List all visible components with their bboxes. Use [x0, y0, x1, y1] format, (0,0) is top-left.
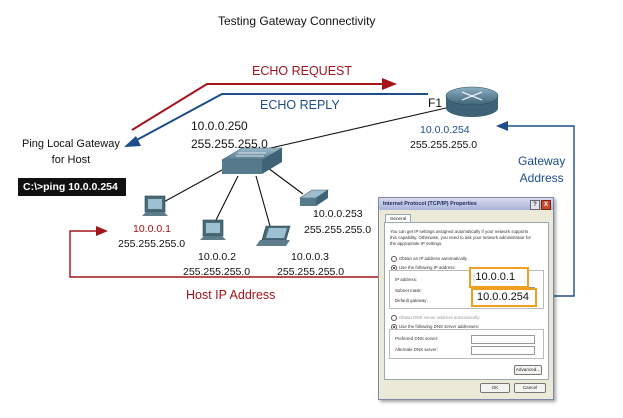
router-icon: [445, 86, 499, 117]
link-switch-host4: [267, 167, 304, 195]
host3-laptop-icon: [256, 225, 291, 246]
default-gateway-field-highlighted[interactable]: 10.0.0.254: [471, 288, 537, 307]
host3-ip: 10.0.0.3: [291, 251, 329, 263]
preferred-dns-label: Preferred DNS server:: [395, 336, 439, 341]
dialog-title: Internet Protocol (TCP/IP) Properties: [383, 201, 477, 207]
use-dns-label: Use the following DNS server addresses:: [399, 324, 480, 329]
ping-label-line2: for Host: [51, 154, 91, 166]
intro-text-line2: this capability. Otherwise, you need to …: [390, 235, 531, 240]
link-switch-host1: [159, 169, 223, 205]
radio-auto-ip[interactable]: [391, 256, 397, 262]
dialog-title-bar: Internet Protocol (TCP/IP) Properties ? …: [379, 198, 553, 210]
dns-settings-group: [389, 329, 544, 359]
echo-request-label: ECHO REQUEST: [252, 64, 353, 78]
ip-field-cursor-icon: ¦: [473, 272, 476, 282]
host2-computer-icon: [200, 219, 226, 240]
link-switch-host2: [214, 175, 239, 223]
gateway-callout-line1: Gateway: [518, 154, 566, 168]
ping-command: C:\>ping 10.0.0.254: [18, 178, 126, 196]
ip-address-field-highlighted[interactable]: ¦10.0.0.1: [469, 267, 529, 288]
switch-mask: 255.255.255.0: [191, 137, 268, 151]
radio-auto-dns[interactable]: [391, 315, 397, 321]
close-button[interactable]: X: [541, 200, 551, 210]
intro-text-line3: the appropriate IP settings.: [390, 241, 443, 246]
echo-request-arrow: [131, 78, 397, 131]
router-ip: 10.0.0.254: [420, 124, 470, 136]
host4-ip: 10.0.0.253: [313, 208, 363, 220]
subnet-mask-label: Subnet mask:: [395, 288, 422, 293]
ip-address-label: IP address:: [395, 277, 418, 282]
host2-ip: 10.0.0.2: [198, 251, 236, 263]
switch-icon: [220, 147, 284, 174]
advanced-button[interactable]: Advanced...: [514, 365, 542, 375]
help-button[interactable]: ?: [530, 200, 540, 210]
preferred-dns-field[interactable]: [471, 335, 535, 344]
ping-label-line1: Ping Local Gateway: [22, 138, 120, 150]
host2-mask: 255.255.255.0: [183, 266, 251, 278]
host4-mask: 255.255.255.0: [304, 224, 372, 236]
gateway-address-callout: Gateway Address: [518, 153, 565, 187]
auto-ip-label: Obtain an IP address automatically: [399, 256, 468, 261]
router-mask: 255.255.255.0: [410, 139, 478, 151]
host3-mask: 255.255.255.0: [277, 266, 345, 278]
link-switch-router: [261, 107, 447, 151]
dialog-general-panel: You can get IP settings assigned automat…: [384, 222, 549, 380]
auto-dns-label: Obtain DNS server address automatically: [399, 315, 480, 320]
diagram-title: Testing Gateway Connectivity: [218, 14, 376, 28]
alternate-dns-label: Alternate DNS server:: [395, 347, 438, 352]
host-ip-callout: Host IP Address: [186, 288, 276, 302]
alternate-dns-field[interactable]: [471, 346, 535, 355]
echo-reply-arrow: [124, 93, 428, 147]
host1-mask: 255.255.255.0: [118, 238, 186, 250]
switch-ip: 10.0.0.250: [191, 119, 248, 133]
ip-settings-group: [389, 270, 544, 309]
ping-gateway-label: Ping Local Gateway for Host: [22, 136, 120, 168]
network-links: [159, 107, 447, 227]
router-name: F1: [428, 96, 443, 110]
host4-printer-icon: [299, 189, 329, 206]
host1-ip: 10.0.0.1: [133, 223, 171, 235]
ip-address-value: 10.0.0.1: [475, 271, 516, 283]
link-switch-host3: [255, 175, 271, 227]
ok-button[interactable]: OK: [480, 383, 510, 393]
gateway-callout-line2: Address: [519, 171, 564, 185]
host1-computer-icon: [142, 195, 168, 216]
use-ip-label: Use the following IP address:: [399, 265, 456, 270]
tab-general[interactable]: General: [385, 214, 411, 223]
intro-text-line1: You can get IP settings assigned automat…: [390, 229, 529, 234]
echo-reply-label: ECHO REPLY: [260, 98, 340, 112]
default-gateway-label: Default gateway:: [395, 298, 428, 303]
cancel-button[interactable]: Cancel: [514, 383, 546, 393]
